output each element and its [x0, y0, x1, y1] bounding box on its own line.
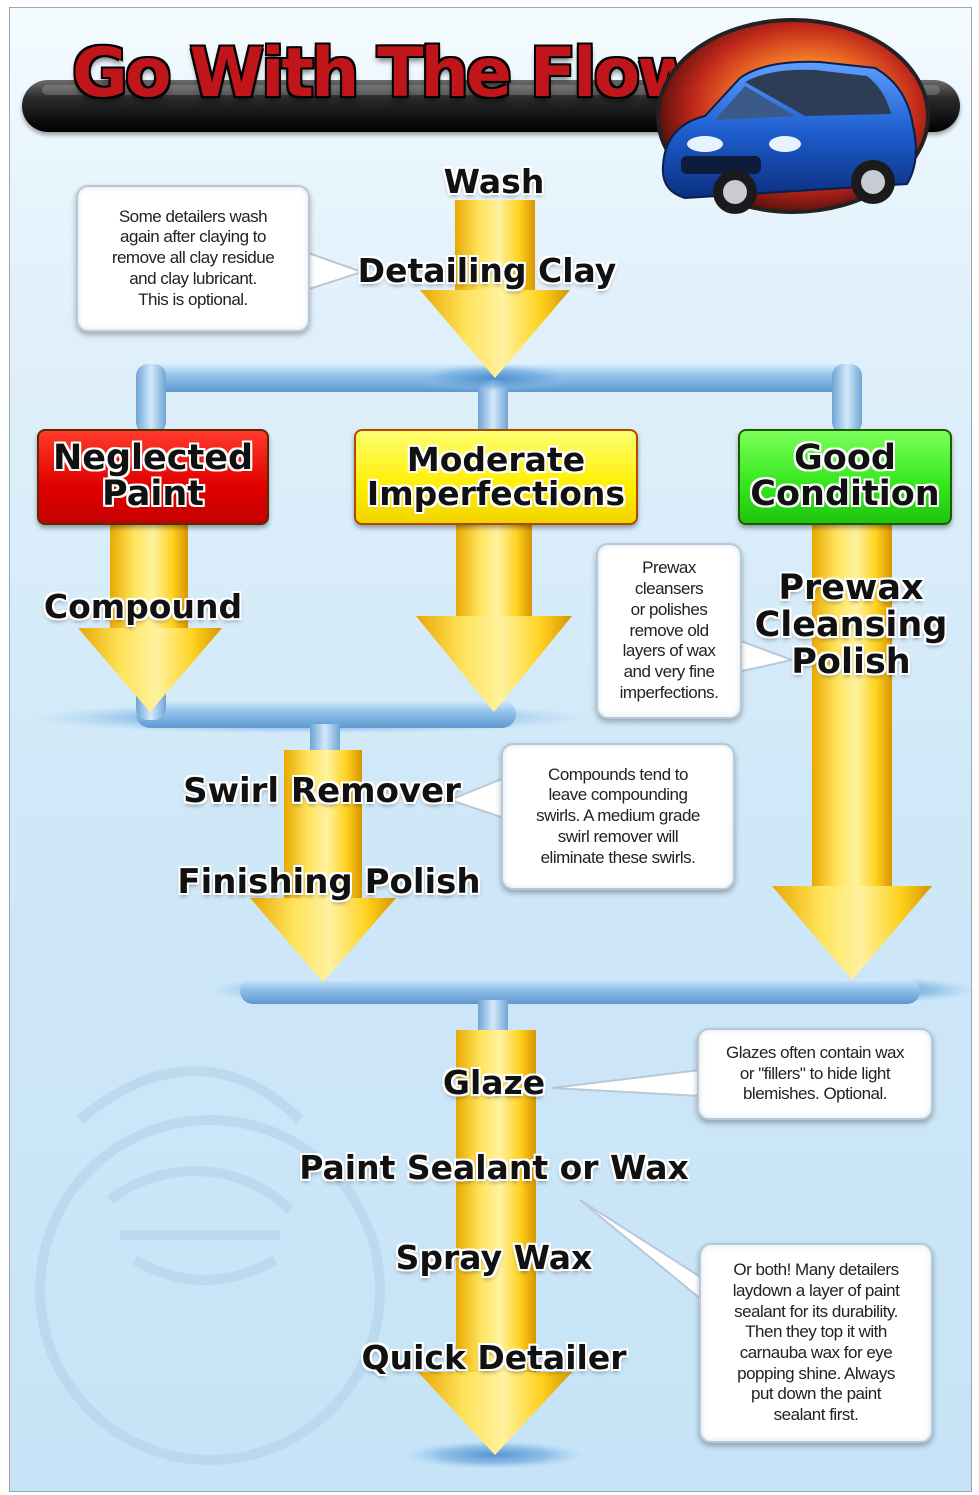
- arrow-good: [772, 520, 932, 980]
- step-paint-sealant-or-wax: Paint Sealant or Wax: [299, 1148, 689, 1187]
- note-swirl-text: Compounds tend to leave compounding swir…: [536, 764, 700, 867]
- step-spray-wax: Spray Wax: [395, 1238, 593, 1277]
- bottom-puddle: [404, 1441, 584, 1469]
- note-prewax-text: Prewax cleansers or polishes remove old …: [619, 558, 719, 702]
- note-clay-text: Some detailers wash again after claying …: [111, 206, 275, 309]
- step-wash: Wash: [443, 162, 545, 201]
- arrow-swirl: [250, 750, 396, 982]
- path-moderate-label: Moderate Imperfections: [366, 440, 626, 513]
- arrow-final: [418, 1030, 572, 1455]
- mascot-watermark-icon: [35, 1066, 385, 1465]
- top-puddle: [414, 364, 574, 392]
- bottom-manifold-pipe: [210, 976, 979, 1040]
- note-clay: Some detailers wash again after claying …: [76, 185, 310, 332]
- step-swirl-remover: Swirl Remover: [183, 771, 461, 811]
- step-finishing-polish: Finishing Polish: [177, 862, 481, 902]
- path-moderate-imperfections: Moderate Imperfections: [354, 429, 638, 525]
- note-sealant: Or both! Many detailers laydown a layer …: [699, 1243, 933, 1443]
- arrow-moderate: [416, 520, 572, 712]
- step-prewax-cleansing-polish: Prewax Cleansing Polish: [754, 568, 948, 682]
- note-glaze-text: Glazes often contain wax or "fillers" to…: [726, 1042, 904, 1104]
- path-neglected-paint: Neglected Paint: [37, 429, 269, 525]
- step-compound: Compound: [43, 587, 243, 626]
- arrow-neglected: [78, 520, 222, 712]
- note-prewax: Prewax cleansers or polishes remove old …: [596, 543, 742, 719]
- arrow-main-top: [420, 200, 570, 378]
- step-glaze: Glaze: [442, 1063, 546, 1102]
- note-sealant-text: Or both! Many detailers laydown a layer …: [732, 1260, 900, 1425]
- page-title: Go With The Flow: [72, 34, 700, 113]
- blue-hatchback-car-icon: [645, 16, 935, 226]
- callout-pointers: [299, 248, 796, 1303]
- step-detailing-clay: Detailing Clay: [357, 251, 617, 290]
- note-swirl: Compounds tend to leave compounding swir…: [501, 743, 735, 890]
- path-good-label: Good Condition: [750, 438, 940, 514]
- note-glaze: Glazes often contain wax or "fillers" to…: [697, 1028, 933, 1120]
- step-quick-detailer: Quick Detailer: [361, 1338, 627, 1377]
- path-good-condition: Good Condition: [738, 429, 952, 525]
- path-neglected-label: Neglected Paint: [52, 438, 254, 514]
